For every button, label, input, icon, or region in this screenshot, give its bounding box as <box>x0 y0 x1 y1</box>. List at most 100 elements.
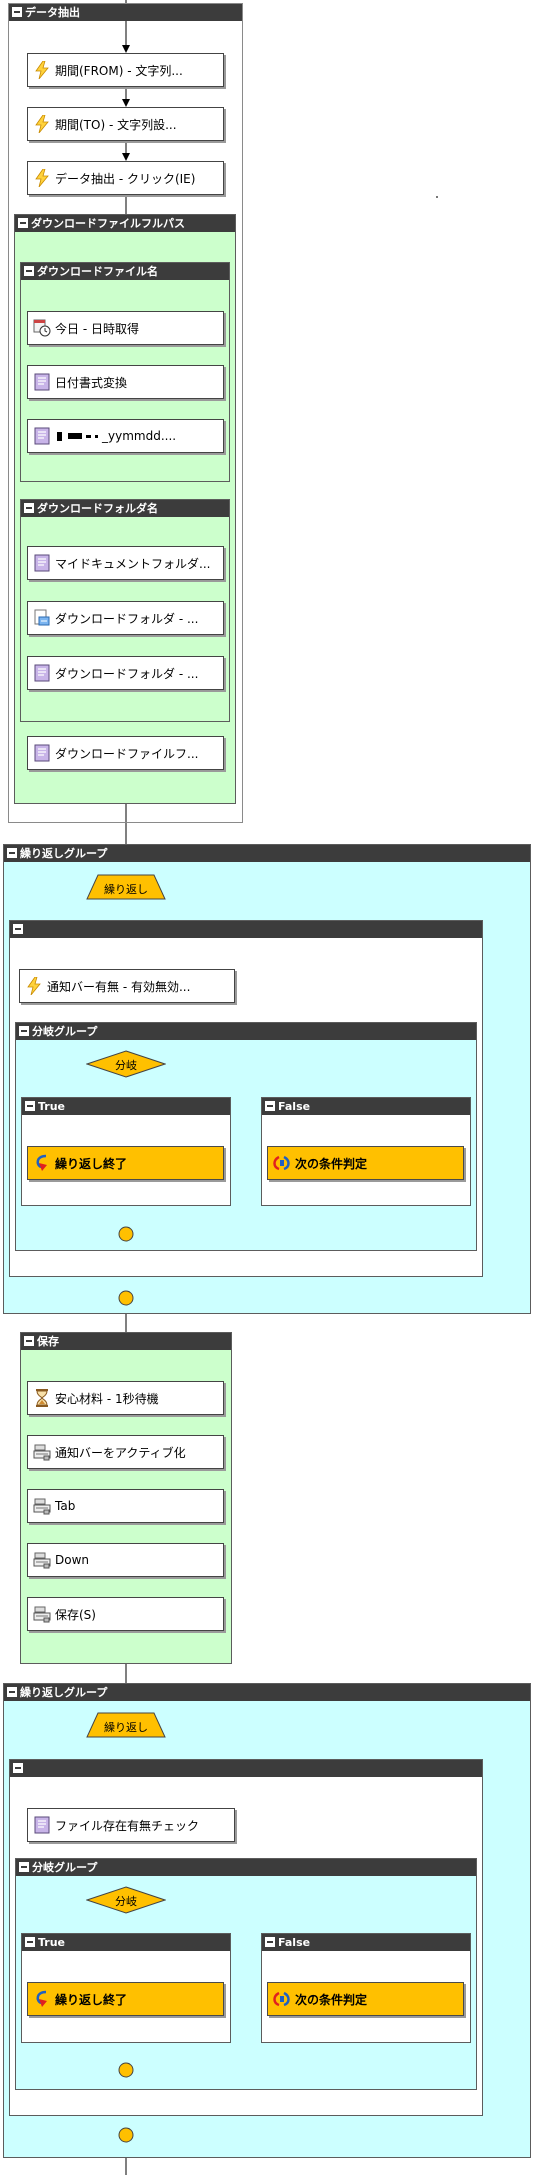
node-next-condition-1[interactable]: 次の条件判定 <box>267 1146 464 1180</box>
node-notify-bar-check[interactable]: 通知バー有無 - 有効無効... <box>19 969 235 1003</box>
collapse-toggle-icon[interactable] <box>24 1336 34 1346</box>
loop-end-icon <box>33 1154 51 1172</box>
script-icon <box>33 1816 51 1834</box>
group-header[interactable]: 分岐グループ <box>16 1023 476 1040</box>
node-label: ファイル存在有無チェック <box>55 1818 200 1833</box>
group-header[interactable] <box>10 921 482 938</box>
node-label: 期間(FROM) - 文字列... <box>55 63 183 78</box>
group-header[interactable]: True <box>22 1934 230 1951</box>
group-title: ダウンロードファイル名 <box>37 265 158 278</box>
loop-end-icon <box>33 1990 51 2008</box>
node-label: 通知バーをアクティブ化 <box>55 1445 186 1460</box>
branch-merge-point <box>118 1226 134 1242</box>
keyboard-icon <box>33 1605 51 1623</box>
loop-start-shape[interactable] <box>86 874 166 900</box>
group-title: 分岐グループ <box>32 1025 98 1038</box>
node-loop-end-2[interactable]: 繰り返し終了 <box>27 1982 224 2016</box>
group-header[interactable]: 繰り返しグループ <box>4 1684 530 1701</box>
group-data-extract[interactable]: データ抽出 <box>8 3 243 823</box>
node-wait-1s[interactable]: 安心材料 - 1秒待機 <box>27 1381 224 1415</box>
redacted-mark <box>68 433 82 439</box>
node-download-file-full[interactable]: ダウンロードファイルフ... <box>27 736 224 770</box>
node-activate-notify-bar[interactable]: 通知バーをアクティブ化 <box>27 1435 224 1469</box>
group-title: 保存 <box>37 1335 59 1348</box>
node-key-down[interactable]: Down <box>27 1543 224 1577</box>
group-title: True <box>38 1100 66 1113</box>
node-label: 次の条件判定 <box>295 1156 368 1171</box>
lightning-icon <box>33 115 51 133</box>
group-title: 繰り返しグループ <box>20 847 108 860</box>
collapse-toggle-icon[interactable] <box>265 1101 275 1111</box>
group-header[interactable]: False <box>262 1098 470 1115</box>
node-label: _yymmdd.... <box>102 429 177 443</box>
loop-start-shape[interactable] <box>86 1712 166 1738</box>
node-next-condition-2[interactable]: 次の条件判定 <box>267 1982 464 2016</box>
collapse-toggle-icon[interactable] <box>265 1937 275 1947</box>
group-header[interactable]: False <box>262 1934 470 1951</box>
node-label: 期間(TO) - 文字列設... <box>55 117 177 132</box>
collapse-toggle-icon[interactable] <box>19 1862 29 1872</box>
group-title: False <box>278 1100 311 1113</box>
collapse-toggle-icon[interactable] <box>24 503 34 513</box>
node-loop-end-1[interactable]: 繰り返し終了 <box>27 1146 224 1180</box>
redacted-mark <box>57 431 62 441</box>
node-file-name-masked[interactable]: _yymmdd.... <box>27 419 224 453</box>
node-date-format[interactable]: 日付書式変換 <box>27 365 224 399</box>
group-title: True <box>38 1936 66 1949</box>
group-header[interactable]: 保存 <box>21 1333 231 1350</box>
calendar-clock-icon <box>33 319 51 337</box>
group-title: ダウンロードファイルフルパス <box>31 217 185 230</box>
node-label: データ抽出 - クリック(IE) <box>55 171 196 186</box>
collapse-toggle-icon[interactable] <box>18 218 28 228</box>
next-condition-icon <box>273 1154 291 1172</box>
group-header[interactable]: データ抽出 <box>9 4 242 21</box>
branch-diamond[interactable] <box>86 1050 166 1078</box>
redacted-mark <box>95 434 98 438</box>
node-period-from[interactable]: 期間(FROM) - 文字列... <box>27 53 224 87</box>
group-header[interactable]: 繰り返しグループ <box>4 845 530 862</box>
branch-diamond[interactable] <box>86 1886 166 1914</box>
group-title: データ抽出 <box>25 6 80 19</box>
group-header[interactable]: ダウンロードファイル名 <box>21 263 229 280</box>
node-download-folder-b[interactable]: ダウンロードフォルダ - ... <box>27 656 224 690</box>
group-header[interactable]: True <box>22 1098 230 1115</box>
collapse-toggle-icon[interactable] <box>13 924 23 934</box>
node-file-exists-check[interactable]: ファイル存在有無チェック <box>27 1808 235 1842</box>
group-header[interactable]: ダウンロードファイルフルパス <box>15 215 235 232</box>
group-header[interactable]: 分岐グループ <box>16 1859 476 1876</box>
node-download-folder-a[interactable]: ダウンロードフォルダ - ... <box>27 601 224 635</box>
collapse-toggle-icon[interactable] <box>7 1687 17 1697</box>
collapse-toggle-icon[interactable] <box>12 7 22 17</box>
collapse-toggle-icon[interactable] <box>7 848 17 858</box>
group-header[interactable] <box>10 1760 482 1777</box>
node-label: 今日 - 日時取得 <box>55 321 139 336</box>
lightning-icon <box>33 61 51 79</box>
node-my-documents[interactable]: マイドキュメントフォルダ... <box>27 546 224 580</box>
redacted-mark <box>86 434 91 438</box>
node-label: 通知バー有無 - 有効無効... <box>47 979 191 994</box>
node-today[interactable]: 今日 - 日時取得 <box>27 311 224 345</box>
keyboard-icon <box>33 1551 51 1569</box>
hourglass-icon <box>33 1389 51 1407</box>
lightning-icon <box>25 977 43 995</box>
node-period-to[interactable]: 期間(TO) - 文字列設... <box>27 107 224 141</box>
script-icon <box>33 373 51 391</box>
collapse-toggle-icon[interactable] <box>25 1937 35 1947</box>
node-extract-click[interactable]: データ抽出 - クリック(IE) <box>27 161 224 195</box>
node-label: 保存(S) <box>55 1607 96 1622</box>
collapse-toggle-icon[interactable] <box>24 266 34 276</box>
group-title: ダウンロードフォルダ名 <box>37 502 158 515</box>
node-label: マイドキュメントフォルダ... <box>55 556 211 571</box>
collapse-toggle-icon[interactable] <box>13 1763 23 1773</box>
node-save-s[interactable]: 保存(S) <box>27 1597 224 1631</box>
node-label: 次の条件判定 <box>295 1992 368 2007</box>
loop-start-label: 繰り返し <box>104 883 148 896</box>
group-header[interactable]: ダウンロードフォルダ名 <box>21 500 229 517</box>
loop-end-point <box>118 1290 134 1306</box>
node-key-tab[interactable]: Tab <box>27 1489 224 1523</box>
collapse-toggle-icon[interactable] <box>19 1026 29 1036</box>
collapse-toggle-icon[interactable] <box>25 1101 35 1111</box>
script-icon <box>33 554 51 572</box>
node-label: ダウンロードフォルダ - ... <box>55 611 199 626</box>
